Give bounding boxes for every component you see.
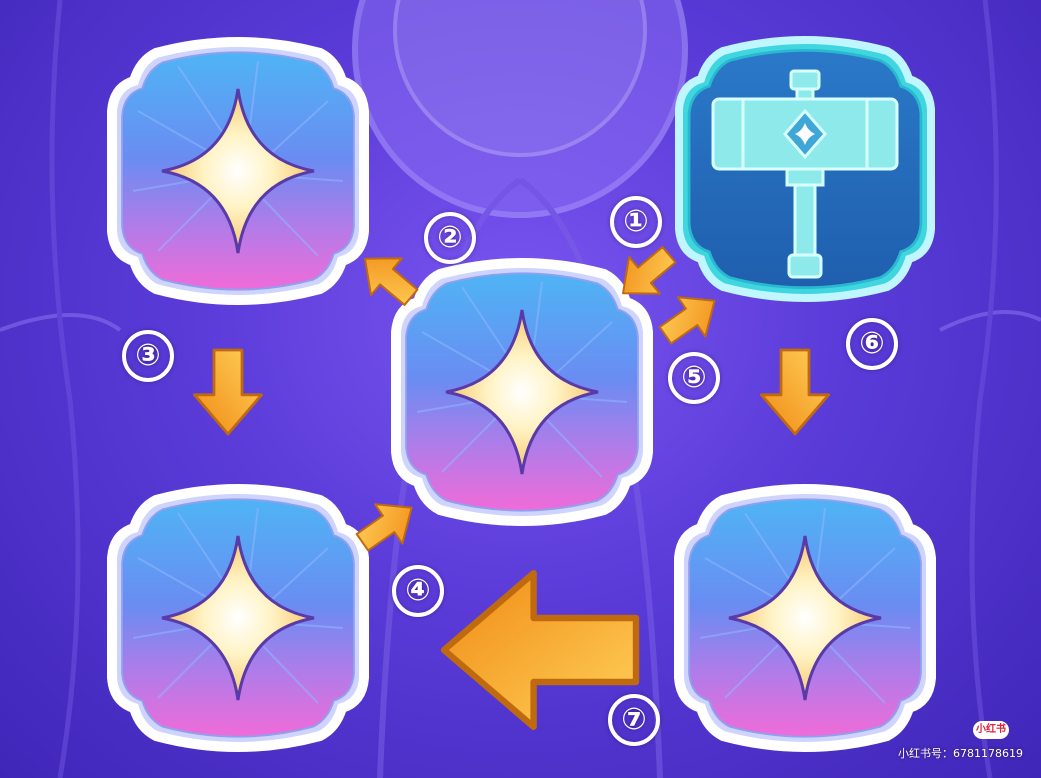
orange-arrow-icon (192, 348, 264, 436)
step-label-7: ⑦ (608, 694, 660, 746)
step-label-3: ③ (122, 330, 174, 382)
hammer-icon (711, 69, 899, 279)
watermark-text: 小红书号：6781178619 (898, 747, 1023, 760)
orange-arrow-icon (650, 280, 730, 356)
orange-arrow-icon (760, 348, 830, 436)
orange-arrow-icon (444, 573, 636, 727)
tile-star-bottom-right[interactable] (679, 489, 931, 747)
tile-star-top-left[interactable] (112, 42, 364, 300)
tile-star-bottom-left[interactable] (112, 489, 364, 747)
tile-star-center[interactable] (396, 263, 648, 521)
step-label-1: ① (610, 196, 662, 248)
step-label-2: ② (424, 212, 476, 264)
step-label-5: ⑤ (668, 352, 720, 404)
step-label-6: ⑥ (846, 318, 898, 370)
tile-hammer-top-right[interactable] (679, 40, 931, 298)
watermark: 小红书 小红书号：6781178619 (898, 717, 1033, 773)
step-label-4: ④ (392, 565, 444, 617)
watermark-logo: 小红书 (973, 721, 1009, 739)
